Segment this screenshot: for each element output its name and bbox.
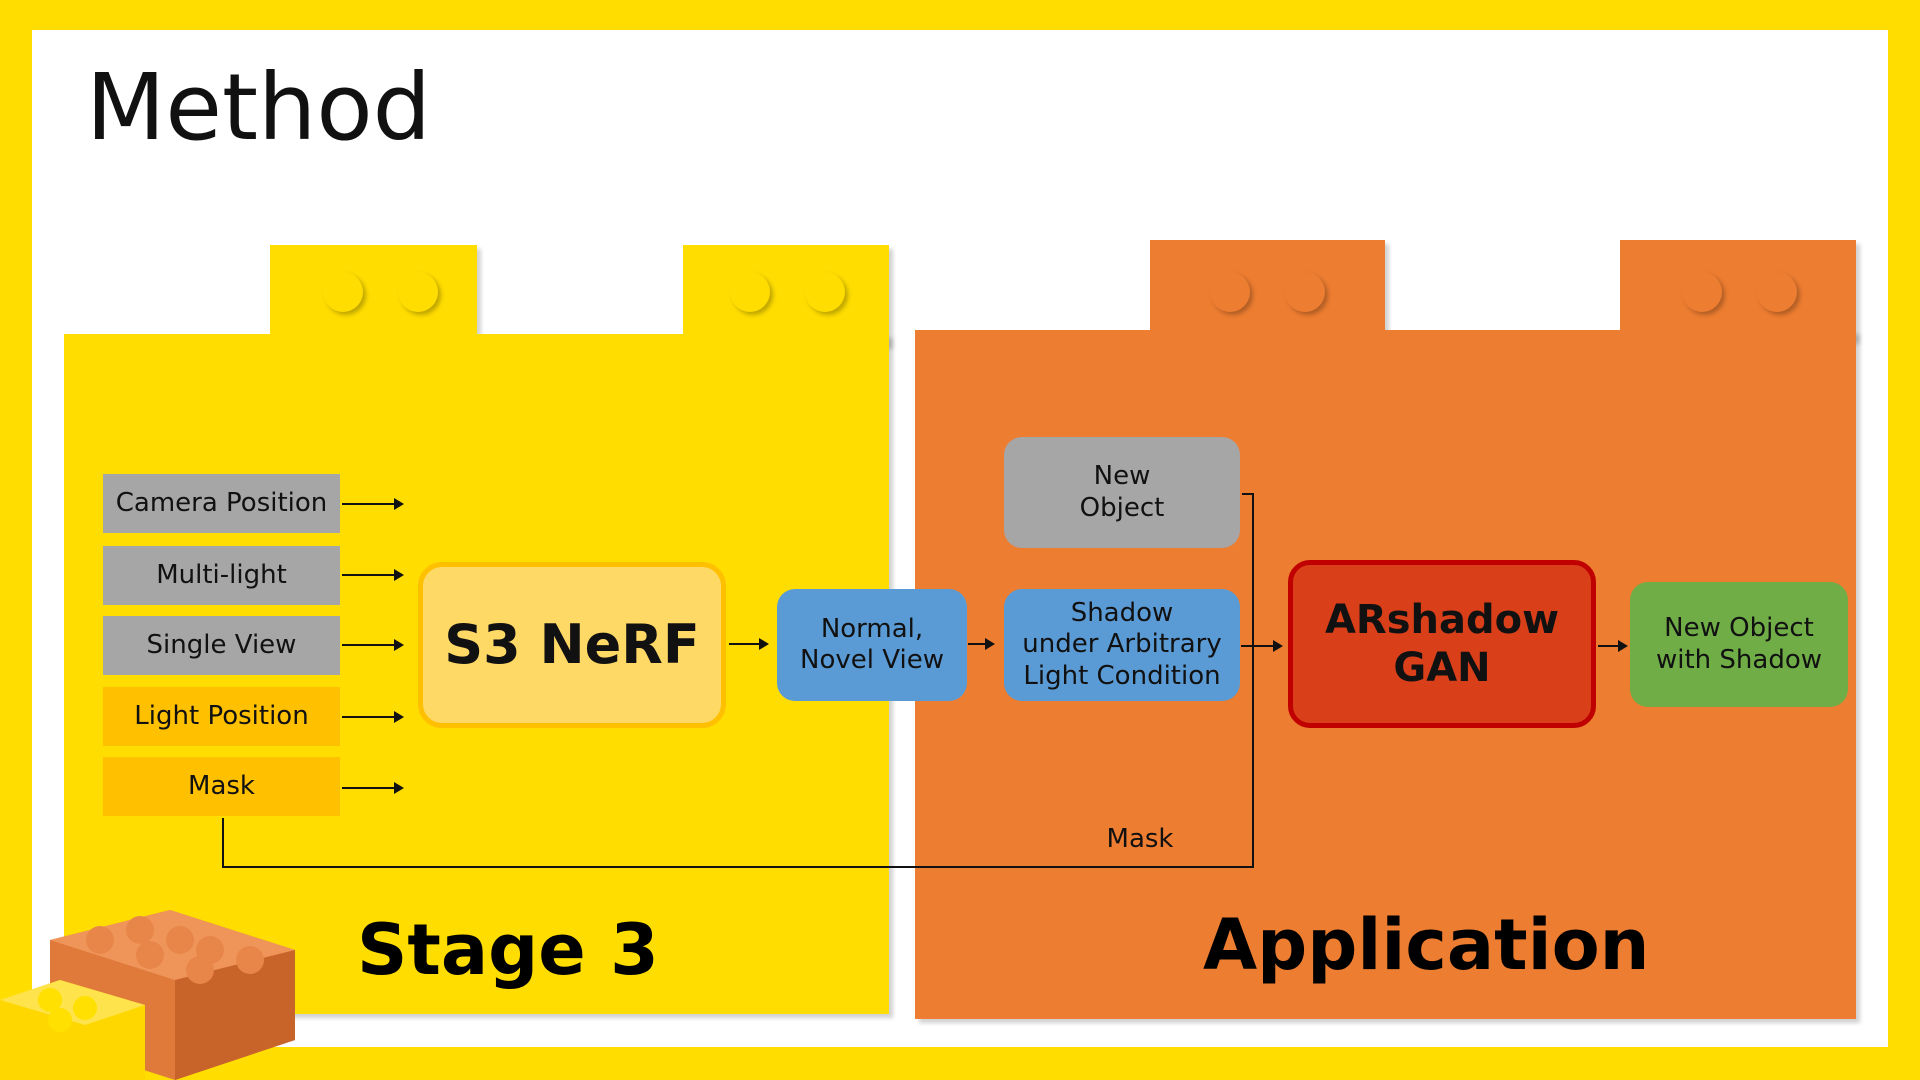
arrow bbox=[342, 639, 404, 651]
page-title: Method bbox=[86, 54, 432, 161]
mask-line bbox=[222, 866, 1254, 868]
lego-bricks-illustration bbox=[0, 910, 295, 1080]
stud bbox=[1682, 272, 1722, 312]
arrow bbox=[342, 498, 404, 510]
stage3-label: Stage 3 bbox=[357, 909, 659, 991]
stud bbox=[1757, 272, 1797, 312]
stage3-block-top-left bbox=[270, 245, 477, 345]
input-camera-position: Camera Position bbox=[103, 474, 340, 533]
stud bbox=[323, 272, 363, 312]
input-light-position: Light Position bbox=[103, 687, 340, 746]
arrow bbox=[342, 569, 404, 581]
mask-line bbox=[222, 818, 224, 867]
new-object-node: New Object bbox=[1004, 437, 1240, 548]
stud bbox=[1285, 272, 1325, 312]
stud bbox=[398, 272, 438, 312]
result-node: New Object with Shadow bbox=[1630, 582, 1848, 707]
application-block-top-left bbox=[1150, 240, 1385, 340]
connector-line bbox=[1242, 493, 1254, 495]
yellow-brick bbox=[0, 980, 145, 1080]
shadow-node: Shadow under Arbitrary Light Condition bbox=[1004, 589, 1240, 701]
arshadow-gan-node: ARshadow GAN bbox=[1288, 560, 1596, 728]
stud bbox=[730, 272, 770, 312]
input-mask: Mask bbox=[103, 757, 340, 816]
application-label: Application bbox=[1203, 904, 1650, 986]
arrow bbox=[968, 638, 995, 650]
input-single-view: Single View bbox=[103, 616, 340, 675]
s3-nerf-node: S3 NeRF bbox=[418, 562, 726, 728]
arrow bbox=[342, 782, 404, 794]
arrow bbox=[1598, 640, 1628, 652]
stud bbox=[805, 272, 845, 312]
normal-novel-view-node: Normal, Novel View bbox=[777, 589, 967, 701]
mask-label: Mask bbox=[1106, 824, 1174, 855]
input-multi-light: Multi-light bbox=[103, 546, 340, 605]
stud bbox=[1210, 272, 1250, 312]
stage3-block-top-right bbox=[683, 245, 889, 345]
arrow bbox=[729, 638, 769, 650]
connector-line bbox=[1252, 493, 1254, 867]
arrow bbox=[342, 711, 404, 723]
application-block-top-right bbox=[1620, 240, 1856, 340]
arrow bbox=[1241, 640, 1283, 652]
